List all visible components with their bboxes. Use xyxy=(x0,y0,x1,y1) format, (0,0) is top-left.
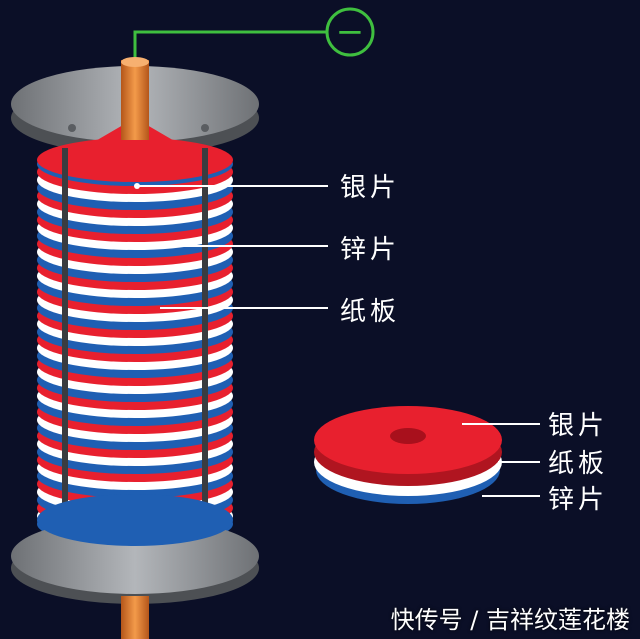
detail-disc xyxy=(314,406,502,504)
detail-label-lines xyxy=(462,423,540,497)
label-zinc: 锌片 xyxy=(340,235,400,265)
detail-label-paper: 纸板 xyxy=(548,449,608,479)
bottom-plate xyxy=(11,494,259,639)
detail-label-zinc: 锌片 xyxy=(548,485,608,515)
stack-label-lines xyxy=(134,183,328,309)
negative-terminal-circle xyxy=(325,7,375,57)
watermark: 快传号 / 吉祥纹莲花楼 xyxy=(390,606,630,634)
support-rods xyxy=(62,148,208,592)
detail-label-silver: 银片 xyxy=(548,411,608,441)
label-paper: 纸板 xyxy=(340,297,400,327)
label-silver: 银片 xyxy=(340,173,400,203)
top-terminal-rod xyxy=(121,57,149,140)
negative-symbol: − xyxy=(336,12,365,52)
negative-wire xyxy=(133,30,328,62)
